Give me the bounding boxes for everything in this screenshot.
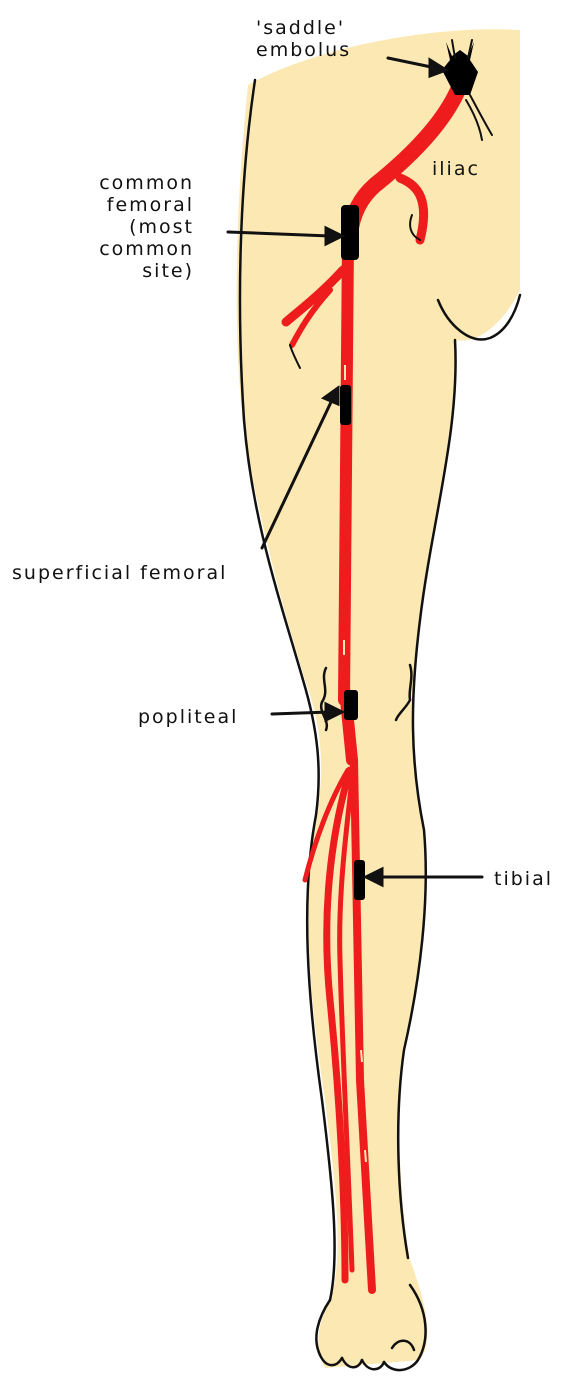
label-common-femoral: common femoral (most common site) (66, 172, 194, 282)
leg-silhouette (237, 29, 520, 1368)
label-superficial-femoral: superficial femoral (12, 562, 227, 584)
label-saddle-embolus: 'saddle' embolus (256, 17, 351, 61)
label-popliteal: popliteal (138, 706, 238, 728)
label-iliac: iliac (432, 158, 480, 180)
arrow-popliteal (272, 712, 330, 714)
label-tibial: tibial (494, 868, 553, 890)
